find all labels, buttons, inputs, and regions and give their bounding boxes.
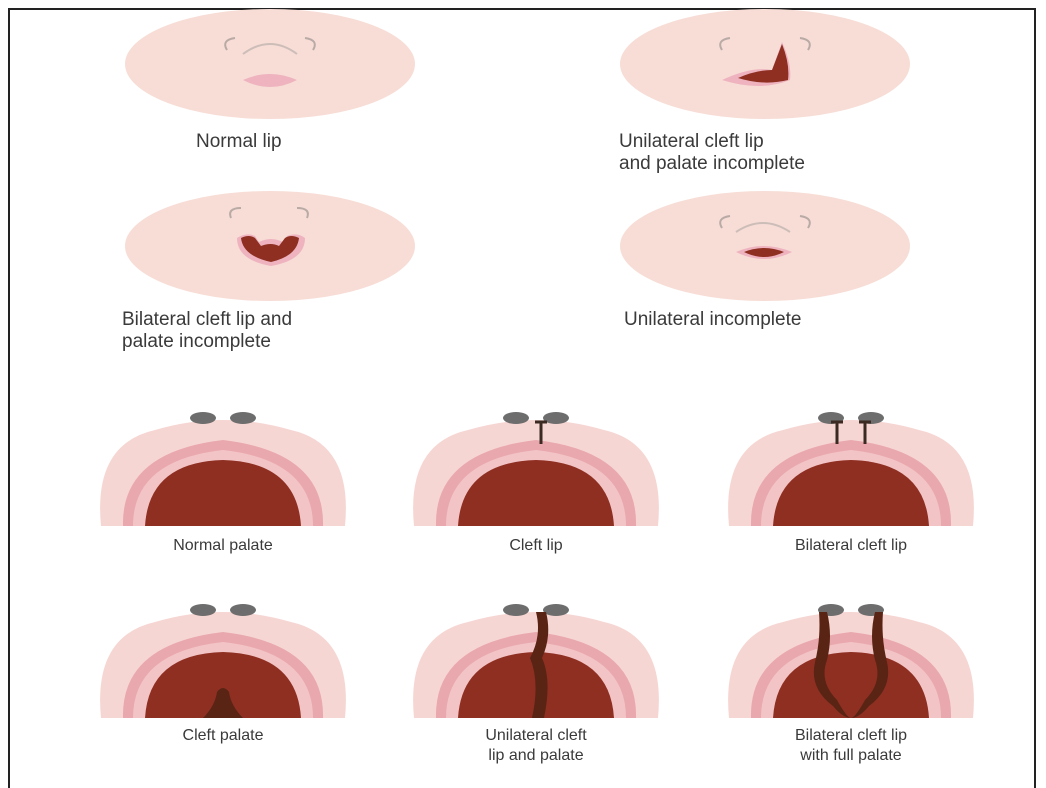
palate-panel-cleft-palate xyxy=(95,596,351,722)
lip-unilateral-incomplete-illustration xyxy=(610,194,910,304)
lip-normal-illustration xyxy=(115,14,415,124)
palate-bilateral-cleft-lip-illustration xyxy=(723,404,979,530)
nostril-left xyxy=(503,412,529,424)
caption-palate-cleft-palate: Cleft palate xyxy=(103,726,343,746)
palate-cleft-lip-illustration xyxy=(408,404,664,530)
lip-bilateral-illustration xyxy=(115,194,415,304)
palate-panel-normal xyxy=(95,404,351,530)
lip-panel-unilateral-incomplete xyxy=(610,194,910,304)
caption-lip-unilateral-complete: Unilateral cleft lip and palate incomple… xyxy=(619,131,805,175)
palate-panel-bilateral-cleft-lip xyxy=(723,404,979,530)
nostril-left xyxy=(503,604,529,616)
palate-panel-cleft-lip xyxy=(408,404,664,530)
nostril-right xyxy=(230,412,256,424)
caption-lip-bilateral: Bilateral cleft lip and palate incomplet… xyxy=(122,309,292,353)
caption-lip-unilateral-incomplete: Unilateral incomplete xyxy=(624,309,801,331)
nostril-left xyxy=(190,604,216,616)
palate-bilateral-full-illustration xyxy=(723,596,979,722)
lip-panel-normal xyxy=(115,14,415,124)
caption-lip-normal: Normal lip xyxy=(196,131,282,153)
lip-panel-unilateral-complete xyxy=(610,14,910,124)
nostril-right xyxy=(230,604,256,616)
palate-panel-bilateral-full xyxy=(723,596,979,722)
caption-palate-bilateral-full: Bilateral cleft lip with full palate xyxy=(731,726,971,766)
caption-palate-bilateral-cleft-lip: Bilateral cleft lip xyxy=(731,536,971,556)
caption-palate-unilateral-cleft-lip-palate: Unilateral cleft lip and palate xyxy=(416,726,656,766)
palate-panel-unilateral-cleft-lip-palate xyxy=(408,596,664,722)
palate-normal-illustration xyxy=(95,404,351,530)
lip-panel-bilateral xyxy=(115,194,415,304)
caption-palate-normal: Normal palate xyxy=(103,536,343,556)
lip-unilateral-complete-illustration xyxy=(610,14,910,124)
palate-cleft-palate-illustration xyxy=(95,596,351,722)
caption-palate-cleft-lip: Cleft lip xyxy=(416,536,656,556)
nostril-left xyxy=(190,412,216,424)
nostril-right xyxy=(543,604,569,616)
palate-unilateral-cleft-lip-palate-illustration xyxy=(408,596,664,722)
